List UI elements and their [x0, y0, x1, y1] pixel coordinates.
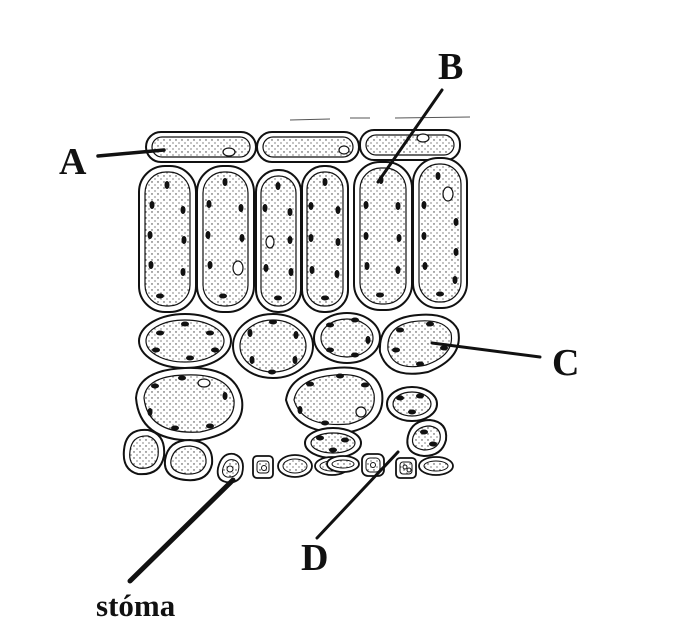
guard-cell	[396, 458, 416, 478]
palisade-cell	[256, 170, 301, 312]
label-b: B	[438, 46, 463, 88]
epidermis-cell	[327, 456, 359, 472]
top-edge-marks	[290, 117, 470, 120]
palisade-layer	[139, 158, 467, 312]
epidermis-cell	[419, 457, 453, 475]
epidermis-cell	[278, 455, 312, 477]
label-a: A	[59, 141, 87, 183]
palisade-cell	[197, 166, 254, 312]
lower-epidermis	[218, 454, 453, 483]
guard-cell	[253, 456, 273, 478]
palisade-cell	[354, 162, 412, 310]
leader-line-stoma	[130, 480, 233, 581]
palisade-cell	[413, 158, 467, 308]
label-c: C	[552, 342, 579, 384]
label-stoma: stóma	[96, 588, 176, 623]
guard-cell	[362, 454, 384, 476]
upper-epidermis	[146, 130, 460, 162]
guard-cell	[218, 454, 243, 483]
label-d: D	[301, 537, 328, 579]
